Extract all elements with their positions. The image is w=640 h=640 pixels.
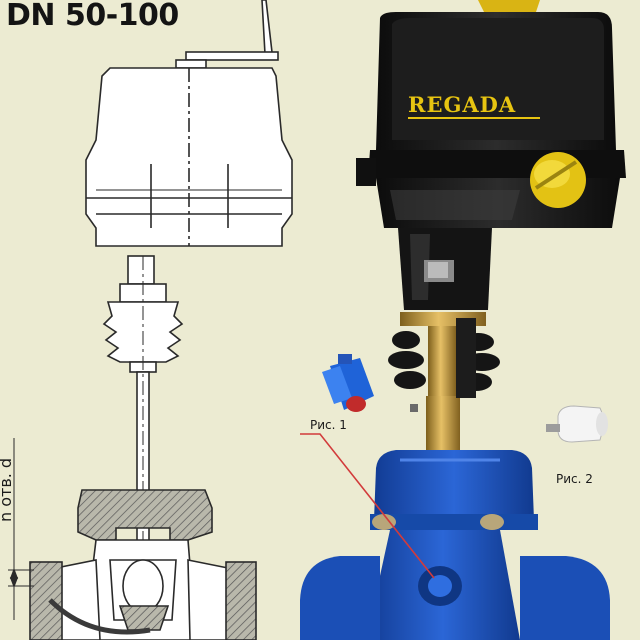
sensor-white-icon <box>546 405 608 443</box>
brand-logo: REGADA <box>408 92 516 117</box>
figure-label-2: Рис. 2 <box>556 472 593 486</box>
limit-switch-blue-icon <box>322 354 374 412</box>
valve-body-section <box>29 489 257 640</box>
page-title: DN 50-100 <box>6 0 179 33</box>
actuator-photo: REGADA <box>356 12 626 228</box>
valve-body-photo <box>300 450 610 640</box>
indicator-line <box>300 433 435 579</box>
actuator-outline <box>85 67 293 247</box>
handwheel-lever-icon <box>175 0 279 69</box>
top-cap <box>478 0 540 12</box>
yellow-knob-icon <box>530 152 586 208</box>
figure-label-1: Рис. 1 <box>310 418 347 432</box>
dimension-marker <box>8 438 34 620</box>
brass-coupling <box>400 312 486 454</box>
actuator-column <box>398 228 492 310</box>
dimension-label: n отв. d <box>0 458 15 522</box>
technical-drawing <box>8 0 293 640</box>
bellows <box>388 318 500 398</box>
